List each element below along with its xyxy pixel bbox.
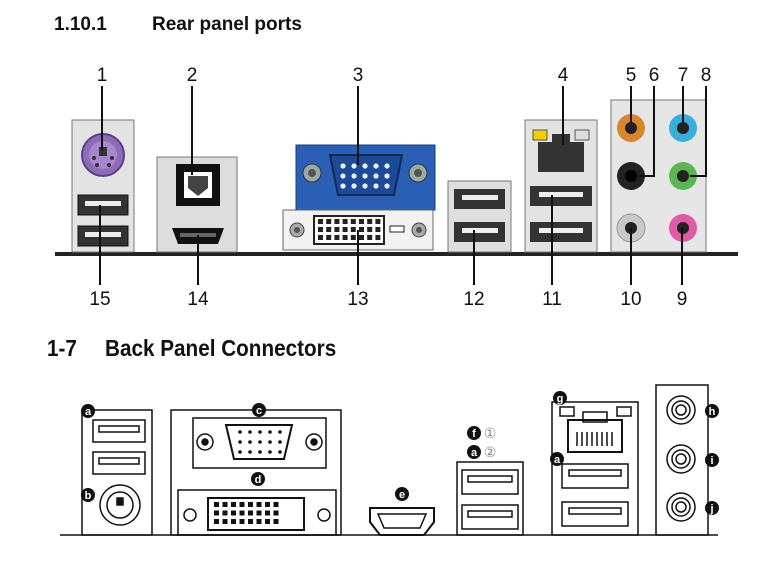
audio-jack-block	[610, 99, 707, 253]
usb-port	[77, 225, 129, 247]
callout-8: 8	[701, 65, 712, 86]
usb-pair-12	[447, 180, 512, 253]
svg-text:a: a	[471, 447, 478, 459]
badge-j: j	[705, 501, 719, 515]
lan-port	[538, 142, 584, 172]
callout-10: 10	[620, 289, 641, 310]
badge-c: c	[252, 403, 266, 417]
vga-port-top	[295, 144, 436, 211]
callout-15: 15	[89, 289, 110, 310]
svg-text:a: a	[554, 454, 561, 466]
letter-badges: a b c d e f ① a ② g a h i j	[81, 391, 719, 515]
svg-text:c: c	[256, 405, 262, 417]
top-section-title: Rear panel ports	[152, 14, 302, 35]
top-section-number: 1.10.1	[54, 14, 107, 35]
svg-text:b: b	[85, 490, 92, 502]
badge-b: b	[81, 488, 95, 502]
dvi-port	[207, 497, 305, 531]
badge-f: f ①	[467, 425, 496, 441]
bottom-panel	[60, 384, 718, 536]
bottom-section-number: 1-7	[47, 335, 77, 361]
callout-numbers-top: 1 2 3 4 5 6 7 8	[97, 65, 712, 86]
audio-jack	[669, 162, 697, 190]
callout-11: 11	[542, 289, 562, 310]
ps2-port-outline	[99, 484, 141, 526]
usb-port	[461, 504, 519, 530]
hdmi-port	[369, 507, 435, 536]
svg-text:i: i	[710, 455, 713, 467]
callout-numbers-bottom: 15 14 13 12 11 10 9	[89, 289, 687, 310]
callout-14: 14	[187, 289, 209, 310]
svg-text:j: j	[709, 503, 713, 515]
usb-port	[92, 419, 146, 443]
usb-port	[77, 194, 129, 216]
callout-5: 5	[626, 65, 637, 86]
badge-i: i	[705, 453, 719, 467]
callout-9: 9	[677, 289, 688, 310]
badge-a-left: a	[81, 404, 95, 418]
svg-text:d: d	[255, 474, 262, 486]
usb-stack-housing	[456, 461, 524, 536]
callout-3: 3	[353, 65, 364, 86]
audio-jack	[666, 444, 696, 474]
badge-h: h	[705, 404, 719, 418]
audio-jack	[617, 114, 645, 142]
ps2-usb-stack	[71, 119, 135, 253]
lan-usb-stack	[524, 119, 598, 253]
svg-text:g: g	[557, 393, 564, 405]
callout-13: 13	[347, 289, 368, 310]
badge-a-middle-number: ②	[484, 444, 497, 460]
bottom-section-title: Back Panel Connectors	[105, 335, 337, 361]
vga-port	[224, 424, 294, 460]
callout-12: 12	[463, 289, 484, 310]
callout-4: 4	[558, 65, 569, 86]
top-panel: 1 2 3 4 5 6 7 8 15 14 13 12 11 10 9	[55, 65, 738, 310]
svg-text:e: e	[399, 489, 405, 501]
optical-hdmi-block	[156, 156, 238, 253]
panel-baseline	[55, 252, 738, 256]
audio-jack	[617, 162, 645, 190]
svg-text:f: f	[472, 428, 476, 440]
badge-a-middle: a ②	[467, 444, 496, 460]
badge-f-number: ①	[484, 425, 497, 441]
callout-6: 6	[649, 65, 660, 86]
audio-jack	[666, 395, 696, 425]
callout-7: 7	[678, 65, 689, 86]
lan-port	[567, 419, 623, 453]
badge-e: e	[395, 487, 409, 501]
usb-ps2-housing	[81, 409, 153, 536]
callout-leaders	[99, 86, 707, 285]
usb-port	[561, 463, 629, 489]
badge-g: g	[553, 391, 567, 405]
badge-d: d	[251, 472, 265, 486]
usb-port	[92, 451, 146, 475]
lan-usb-housing	[551, 401, 639, 536]
callout-2: 2	[187, 65, 198, 86]
callout-1: 1	[97, 65, 108, 86]
audio-jack	[666, 492, 696, 522]
svg-text:a: a	[85, 406, 92, 418]
badge-a-right: a	[550, 452, 564, 466]
usb-port	[561, 501, 629, 527]
audio-jack	[669, 114, 697, 142]
svg-text:h: h	[709, 406, 716, 418]
usb-port	[461, 469, 519, 495]
